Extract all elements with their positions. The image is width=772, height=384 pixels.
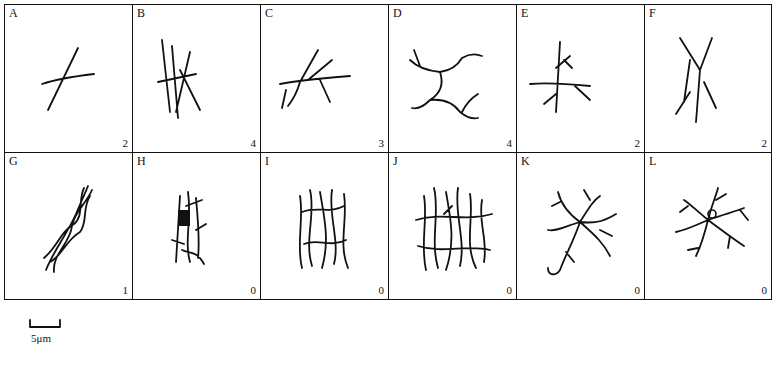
hypha-drawing xyxy=(280,50,350,108)
panel-letter: K xyxy=(521,155,530,167)
panel-letter: H xyxy=(137,155,146,167)
hypha-drawing xyxy=(676,38,716,122)
figure-panel: H0 xyxy=(132,152,261,300)
figure-panel: I0 xyxy=(260,152,389,300)
figure-panel: B4 xyxy=(132,4,261,153)
hypha-drawing xyxy=(530,42,590,112)
panel-letter: D xyxy=(393,7,402,19)
figure-panel: C3 xyxy=(260,4,389,153)
panel-letter: E xyxy=(521,7,528,19)
hypha-drawing xyxy=(676,188,748,256)
panel-letter: I xyxy=(265,155,269,167)
scale-label: 5μm xyxy=(31,333,51,344)
figure-panel: L0 xyxy=(644,152,772,300)
panel-count: 2 xyxy=(762,138,768,149)
figure-panel: E2 xyxy=(516,4,645,153)
hypha-blob xyxy=(178,210,190,226)
panel-count: 3 xyxy=(379,138,385,149)
panel-count: 4 xyxy=(507,138,513,149)
panel-count: 1 xyxy=(123,285,129,296)
panel-count: 0 xyxy=(251,285,257,296)
hypha-blob xyxy=(708,210,716,218)
hypha-drawing xyxy=(44,186,92,272)
scale-bar xyxy=(30,320,60,327)
figure-panel: A2 xyxy=(4,4,133,153)
figure-panel: F2 xyxy=(644,4,772,153)
panel-count: 0 xyxy=(762,285,768,296)
hypha-drawing xyxy=(42,48,94,110)
hypha-drawing xyxy=(416,188,492,270)
panel-letter: G xyxy=(9,155,18,167)
panel-count: 0 xyxy=(635,285,641,296)
panel-count: 4 xyxy=(251,138,257,149)
figure-panel: G1 xyxy=(4,152,133,300)
panel-count: 2 xyxy=(635,138,641,149)
panel-count: 0 xyxy=(507,285,513,296)
hypha-drawing xyxy=(158,40,200,118)
figure-panel: K0 xyxy=(516,152,645,300)
panel-letter: L xyxy=(649,155,656,167)
figure-panel: J0 xyxy=(388,152,517,300)
panel-letter: J xyxy=(393,155,398,167)
hypha-drawing xyxy=(300,190,348,268)
panel-count: 0 xyxy=(379,285,385,296)
panel-letter: A xyxy=(9,7,18,19)
hypha-drawing xyxy=(410,50,482,118)
panel-letter: B xyxy=(137,7,145,19)
panel-letter: F xyxy=(649,7,656,19)
hypha-drawing xyxy=(548,190,616,274)
hypha-drawing xyxy=(172,192,206,264)
figure-panel: D4 xyxy=(388,4,517,153)
panel-letter: C xyxy=(265,7,273,19)
panel-count: 2 xyxy=(123,138,129,149)
